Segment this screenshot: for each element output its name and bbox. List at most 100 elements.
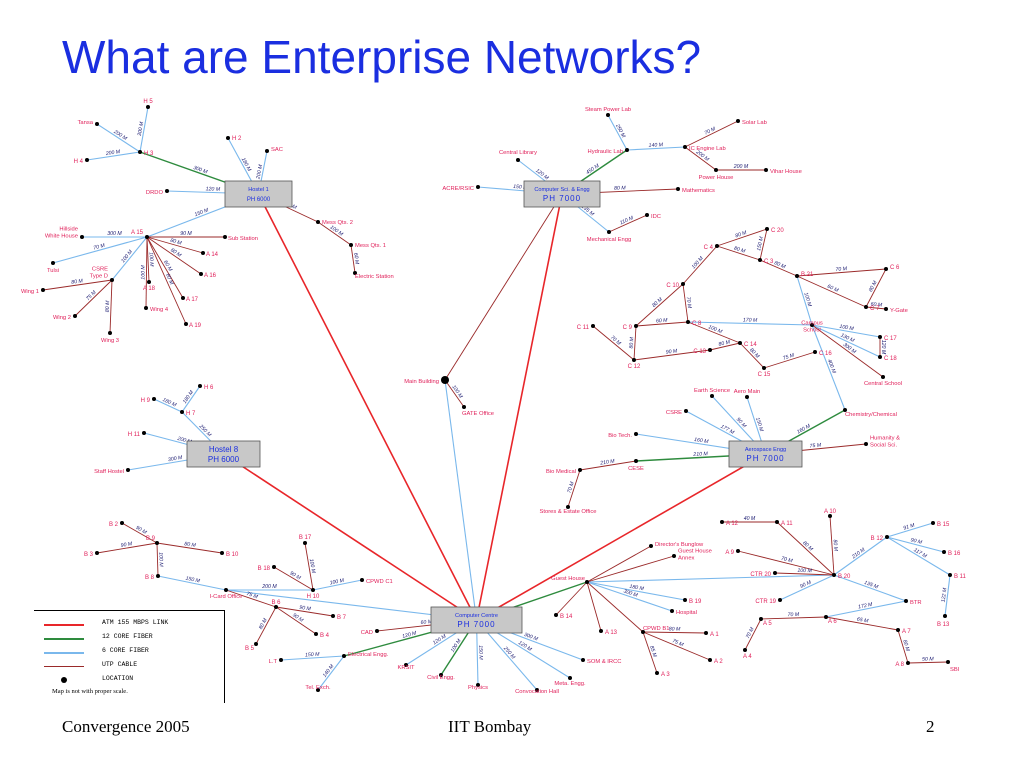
location-dot-icon	[184, 322, 188, 326]
location-dot-icon	[566, 505, 570, 509]
utp-link	[865, 268, 887, 308]
location-label: B 5	[245, 646, 255, 652]
location-dot-icon	[683, 598, 687, 602]
hub-name: Computer Sci. & Engg	[534, 187, 589, 193]
link-distance-label: 100 M	[140, 265, 146, 280]
location-label: Central School	[864, 381, 902, 387]
location-dot-icon	[180, 410, 184, 414]
location-label: IC Engine Lab	[689, 146, 726, 152]
utp-link	[145, 236, 148, 309]
location-label: A 3	[661, 672, 670, 678]
location-label: A 4	[743, 654, 752, 660]
location-label: B 4	[320, 633, 330, 639]
hub-box-aero	[728, 440, 803, 468]
link-distance-label: 90 M	[910, 537, 923, 546]
location-label: B 16	[948, 551, 961, 557]
location-dot-icon	[906, 661, 910, 665]
link-distance-label: 300 M	[192, 165, 208, 176]
hub-name: Hostel 8	[209, 445, 239, 454]
location-label: L.T	[269, 659, 278, 665]
location-dot-icon	[896, 628, 900, 632]
link-distance-label: 250 M	[501, 645, 516, 661]
utp-link	[796, 275, 867, 308]
link-distance-label: 250 M	[614, 122, 627, 139]
location-label: Mess Qts. 1	[355, 243, 386, 249]
utp-link	[555, 581, 588, 616]
hub-name: Aerospace Engg	[745, 447, 786, 453]
location-label: H 3	[144, 151, 154, 157]
location-label: DRDO	[146, 190, 164, 196]
location-dot-icon	[670, 609, 674, 613]
location-dot-icon	[201, 251, 205, 255]
link-distance-label: 90 M	[299, 605, 312, 613]
link-distance-label: 200 M	[261, 584, 277, 590]
link-distance-label: 180 M	[629, 584, 645, 593]
location-label: C 20	[771, 228, 784, 234]
location-dot-icon	[353, 271, 357, 275]
location-dot-icon	[476, 185, 480, 189]
location-label: B 14	[560, 614, 573, 620]
location-dot-icon	[51, 261, 55, 265]
link-distance-label: 130 M	[839, 333, 855, 345]
location-dot-icon	[279, 658, 283, 662]
location-dot-icon	[198, 384, 202, 388]
location-dot-icon	[649, 544, 653, 548]
link-distance-label: 180 M	[161, 397, 177, 409]
location-dot-icon	[884, 307, 888, 311]
footer-left: Convergence 2005	[62, 717, 190, 736]
core6-link	[586, 581, 686, 601]
legend-label: ATM 155 MBPS LINK	[102, 619, 169, 626]
link-distance-label: 80 M	[169, 238, 182, 247]
location-label: A 7	[902, 629, 911, 635]
location-label: C 17	[884, 336, 897, 342]
location-dot-icon	[884, 267, 888, 271]
core6-link	[111, 236, 148, 281]
core6-link	[52, 236, 148, 264]
link-distance-label: 100 M	[157, 552, 163, 567]
core6-link	[96, 123, 141, 153]
utp-link	[586, 581, 602, 632]
utp-link	[897, 629, 909, 664]
utp-link	[776, 521, 835, 576]
hub-model: PH 7000	[543, 194, 581, 203]
link-distance-label: 160 M	[796, 423, 812, 436]
location-dot-icon	[881, 375, 885, 379]
utp-link	[684, 146, 717, 171]
link-distance-label: 90 M	[134, 525, 148, 536]
link-distance-label: 300 M	[107, 231, 122, 237]
location-label: Director's Bunglow	[655, 542, 704, 548]
location-label: Campus	[801, 321, 823, 327]
location-dot-icon	[708, 658, 712, 662]
link-distance-label: 170 M	[743, 317, 758, 323]
utp-link	[687, 321, 741, 344]
utp-link	[592, 325, 635, 361]
location-label: Hospital	[676, 610, 697, 616]
utp-link	[760, 616, 827, 620]
location-dot-icon	[224, 588, 228, 592]
location-dot-icon	[220, 551, 224, 555]
location-dot-icon	[591, 324, 595, 328]
utp-link	[682, 245, 718, 285]
link-distance-label: 70 M	[685, 296, 693, 309]
link-distance-label: 40 M	[744, 516, 756, 522]
utp-link	[444, 379, 465, 408]
location-label: H 6	[204, 385, 214, 391]
link-distance-label: 80 M	[629, 336, 636, 349]
location-label: H 5	[143, 99, 153, 105]
location-label: C 14	[744, 342, 757, 348]
link-distance-label: 300 M	[623, 588, 639, 599]
link-distance-label: 70 M	[704, 126, 718, 137]
location-label: Annex	[678, 556, 695, 562]
core6-link	[586, 581, 673, 612]
location-dot-icon	[715, 244, 719, 248]
location-dot-icon	[645, 213, 649, 217]
location-label: I-Card Office	[210, 594, 243, 600]
location-dot-icon	[607, 230, 611, 234]
hub-name: Hostel 1	[248, 187, 269, 193]
location-dot-icon	[736, 549, 740, 553]
12-core-line-swatch	[44, 638, 84, 640]
location-dot-icon	[824, 615, 828, 619]
location-label: School	[803, 328, 821, 334]
location-dot-icon	[743, 648, 747, 652]
